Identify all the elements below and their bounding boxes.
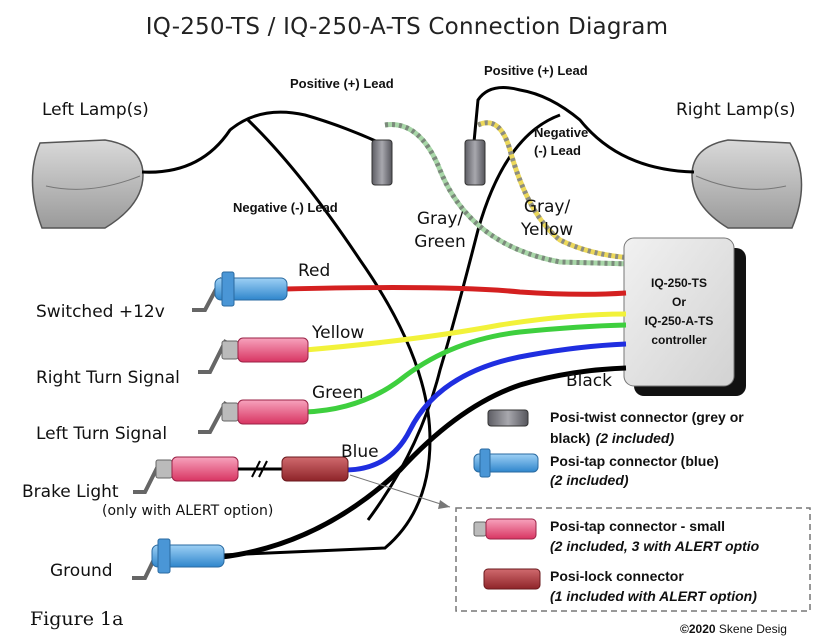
left-lamp-lead (141, 110, 379, 174)
left-negative-lead-label: Negative (-) Lead (233, 200, 338, 215)
posi-twist-legend-title: Posi-twist connector (grey or (550, 409, 744, 425)
left-lamp-label: Left Lamp(s) (42, 100, 149, 120)
gray-yellow-label-1: Gray/ (523, 197, 571, 217)
posi-twist-legend-sub: black) (2 included) (550, 428, 674, 447)
posi-tap-small-legend-title: Posi-tap connector - small (550, 518, 726, 534)
gray-green-label-2: Green (414, 232, 466, 252)
right-turn-signal-label: Right Turn Signal (36, 368, 180, 388)
brake-light-label: Brake Light (22, 482, 119, 502)
copyright: ©2020 Skene Desig (680, 622, 812, 636)
diagram-title: IQ-250-TS / IQ-250-A-TS Connection Diagr… (145, 14, 669, 40)
blue-wire-label: Blue (341, 442, 379, 462)
green-wire-label: Green (312, 383, 364, 403)
red-wire-label: Red (298, 261, 331, 281)
figure-label: Figure 1a (30, 608, 124, 630)
black-ground-wire (221, 365, 627, 560)
posi-twist-connector-right (464, 139, 486, 186)
posi-tap-blue-legend-sub: (2 included) (550, 472, 629, 488)
posi-lock-legend-title: Posi-lock connector (550, 568, 684, 584)
posi-tap-small-right-turn (198, 337, 309, 374)
posi-lock-legend-sub: (1 included with ALERT option) (550, 588, 757, 604)
red-wire (284, 285, 627, 297)
gray-yellow-label-2: Yellow (520, 220, 574, 240)
posi-tap-blue-legend-title: Posi-tap connector (blue) (550, 453, 719, 469)
right-negative-lead-label-1: Negative (534, 125, 589, 140)
legend-dashed-box (455, 507, 811, 612)
gray-green-label-1: Gray/ (416, 209, 464, 229)
posi-tap-small-left-turn (198, 399, 309, 434)
right-lamp-lead (472, 86, 695, 174)
posi-twist-legend-sub-a: black) (550, 430, 591, 446)
blue-wire (344, 341, 627, 473)
copyright-year: ©2020 (680, 622, 716, 636)
right-lamp (691, 139, 803, 229)
yellow-wire-label: Yellow (312, 323, 365, 343)
controller-line-4: controller (651, 333, 707, 347)
right-negative-lead-label-2: (-) Lead (534, 143, 581, 158)
left-lamp-negative-wire (221, 118, 432, 557)
ground-label: Ground (50, 561, 113, 581)
brake-light-note: (only with ALERT option) (102, 503, 274, 519)
legend-pointer-arrow (349, 474, 451, 508)
posi-tap-small-legend-icon (473, 518, 537, 540)
copyright-name: Skene Desig (718, 622, 787, 636)
controller-line-1: IQ-250-TS (650, 276, 707, 290)
controller-line-2: Or (671, 295, 686, 309)
posi-lock-legend-icon (483, 568, 541, 590)
posi-twist-connector-left (371, 139, 393, 186)
posi-tap-blue-legend-icon (473, 448, 539, 478)
black-wire-label: Black (566, 371, 612, 391)
left-positive-lead-label: Positive (+) Lead (290, 76, 394, 91)
brake-light-connectors (133, 456, 349, 494)
switched-12v-label: Switched +12v (36, 302, 165, 322)
posi-tap-small-legend-sub: (2 included, 3 with ALERT optio (550, 538, 760, 554)
posi-tap-blue-switched (192, 271, 288, 312)
left-turn-signal-label: Left Turn Signal (36, 424, 168, 444)
posi-twist-legend-sub-b: (2 included) (595, 430, 675, 446)
posi-twist-legend-icon (487, 409, 529, 427)
posi-tap-blue-ground (132, 538, 225, 580)
left-lamp (31, 139, 144, 229)
yellow-wire (304, 311, 627, 353)
right-lamp-label: Right Lamp(s) (676, 100, 796, 120)
right-positive-lead-label: Positive (+) Lead (484, 63, 588, 78)
green-wire (304, 322, 627, 415)
gray-green-wire (384, 122, 633, 267)
controller-line-3: IQ-250-A-TS (644, 314, 714, 328)
